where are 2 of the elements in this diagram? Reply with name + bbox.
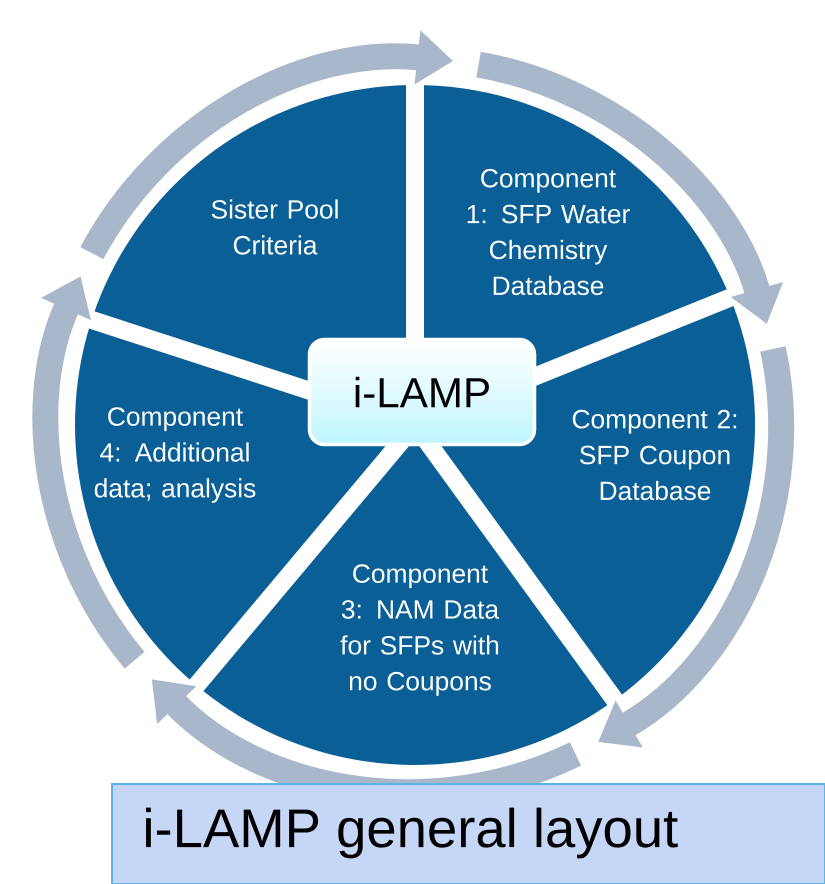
- center-box: i-LAMP: [308, 338, 536, 446]
- caption-box: i-LAMP general layout: [111, 783, 825, 884]
